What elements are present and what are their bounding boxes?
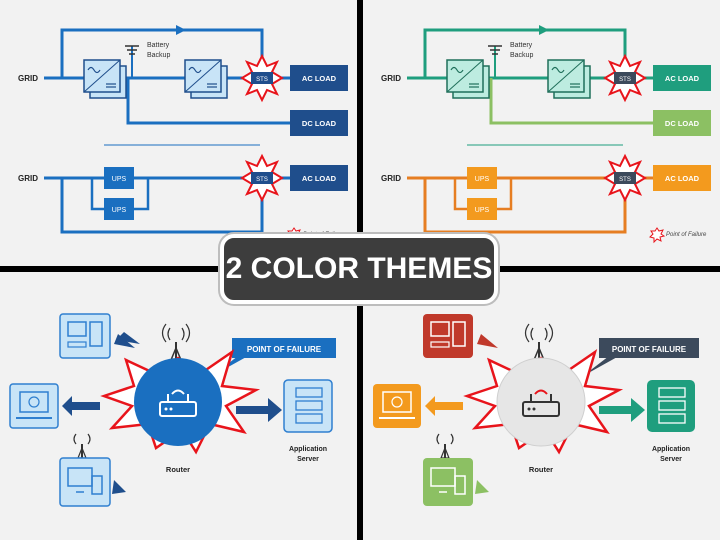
power-diagram-blue-panel: Battery Backup ST bbox=[0, 0, 357, 266]
power-diagram-green-panel: Battery Backup STS AC LOA bbox=[363, 0, 720, 266]
dc-load-label: DC LOAD bbox=[302, 119, 337, 128]
server-label-2: Server bbox=[297, 456, 319, 463]
ac-load-label: AC LOAD bbox=[665, 174, 700, 183]
devices-icon bbox=[423, 458, 473, 506]
ups-label: UPS bbox=[112, 176, 127, 183]
battery-label-1: Battery bbox=[510, 42, 533, 49]
sts-label: STS bbox=[619, 177, 631, 183]
antenna-icon bbox=[524, 323, 554, 361]
sine-converter-icon bbox=[446, 59, 490, 99]
sts-label: STS bbox=[619, 77, 631, 83]
sine-converter-icon bbox=[184, 59, 228, 99]
battery-label-1: Battery bbox=[147, 42, 170, 49]
router-label: Router bbox=[529, 465, 553, 474]
ups-label: UPS bbox=[475, 176, 490, 183]
computer-icon bbox=[423, 314, 473, 358]
legend-label: Point of Failure bbox=[666, 232, 707, 238]
laptop-icon bbox=[373, 384, 421, 428]
ac-load-label: AC LOAD bbox=[302, 74, 337, 83]
power-diagram-green: Battery Backup STS AC LOA bbox=[381, 25, 711, 244]
network-diagram-blue: POINT OF FAILURE Router bbox=[9, 313, 336, 507]
grid-label: GRID bbox=[381, 174, 401, 183]
antenna-icon bbox=[161, 323, 191, 361]
router-icon bbox=[522, 389, 560, 417]
ups-label: UPS bbox=[112, 207, 127, 214]
power-diagram-blue: Battery Backup ST bbox=[18, 25, 348, 244]
router-icon bbox=[159, 389, 197, 417]
ups-label: UPS bbox=[475, 207, 490, 214]
color-themes-banner: 2 COLOR THEMES bbox=[220, 234, 498, 304]
battery-icon bbox=[488, 45, 502, 55]
laptop-icon bbox=[9, 383, 59, 429]
point-of-failure-label: POINT OF FAILURE bbox=[247, 345, 322, 354]
computer-icon bbox=[59, 313, 111, 359]
point-of-failure-label: POINT OF FAILURE bbox=[612, 345, 687, 354]
server-label-1: Application bbox=[652, 446, 690, 453]
dc-load-label: DC LOAD bbox=[665, 119, 700, 128]
ac-load-label: AC LOAD bbox=[665, 74, 700, 83]
antenna-icon bbox=[436, 433, 454, 459]
grid-label: GRID bbox=[18, 74, 38, 83]
sts-label: STS bbox=[256, 77, 268, 83]
sts-label: STS bbox=[256, 177, 268, 183]
battery-label-2: Backup bbox=[147, 52, 170, 59]
ac-load-label: AC LOAD bbox=[302, 174, 337, 183]
point-of-failure-callout bbox=[232, 338, 336, 358]
grid-label: GRID bbox=[18, 174, 38, 183]
devices-icon bbox=[59, 457, 111, 507]
sine-converter-icon bbox=[83, 59, 127, 99]
server-label-1: Application bbox=[289, 446, 327, 453]
point-of-failure-callout bbox=[599, 338, 699, 358]
battery-label-2: Backup bbox=[510, 52, 533, 59]
server-icon bbox=[647, 380, 695, 432]
banner-title: 2 COLOR THEMES bbox=[225, 252, 493, 285]
sine-converter-icon bbox=[547, 59, 591, 99]
router-label: Router bbox=[166, 465, 190, 474]
arrow-icon bbox=[118, 332, 140, 344]
grid-label: GRID bbox=[381, 74, 401, 83]
battery-icon bbox=[125, 45, 139, 55]
network-diagram-color: POINT OF FAILURE Router bbox=[373, 314, 699, 506]
server-icon bbox=[283, 379, 333, 433]
server-label-2: Server bbox=[660, 456, 682, 463]
network-diagram-color-panel: POINT OF FAILURE Router bbox=[363, 272, 720, 540]
antenna-icon bbox=[73, 433, 91, 459]
network-diagram-blue-panel: POINT OF FAILURE Router bbox=[0, 272, 357, 540]
star-burst-icon bbox=[649, 227, 666, 244]
